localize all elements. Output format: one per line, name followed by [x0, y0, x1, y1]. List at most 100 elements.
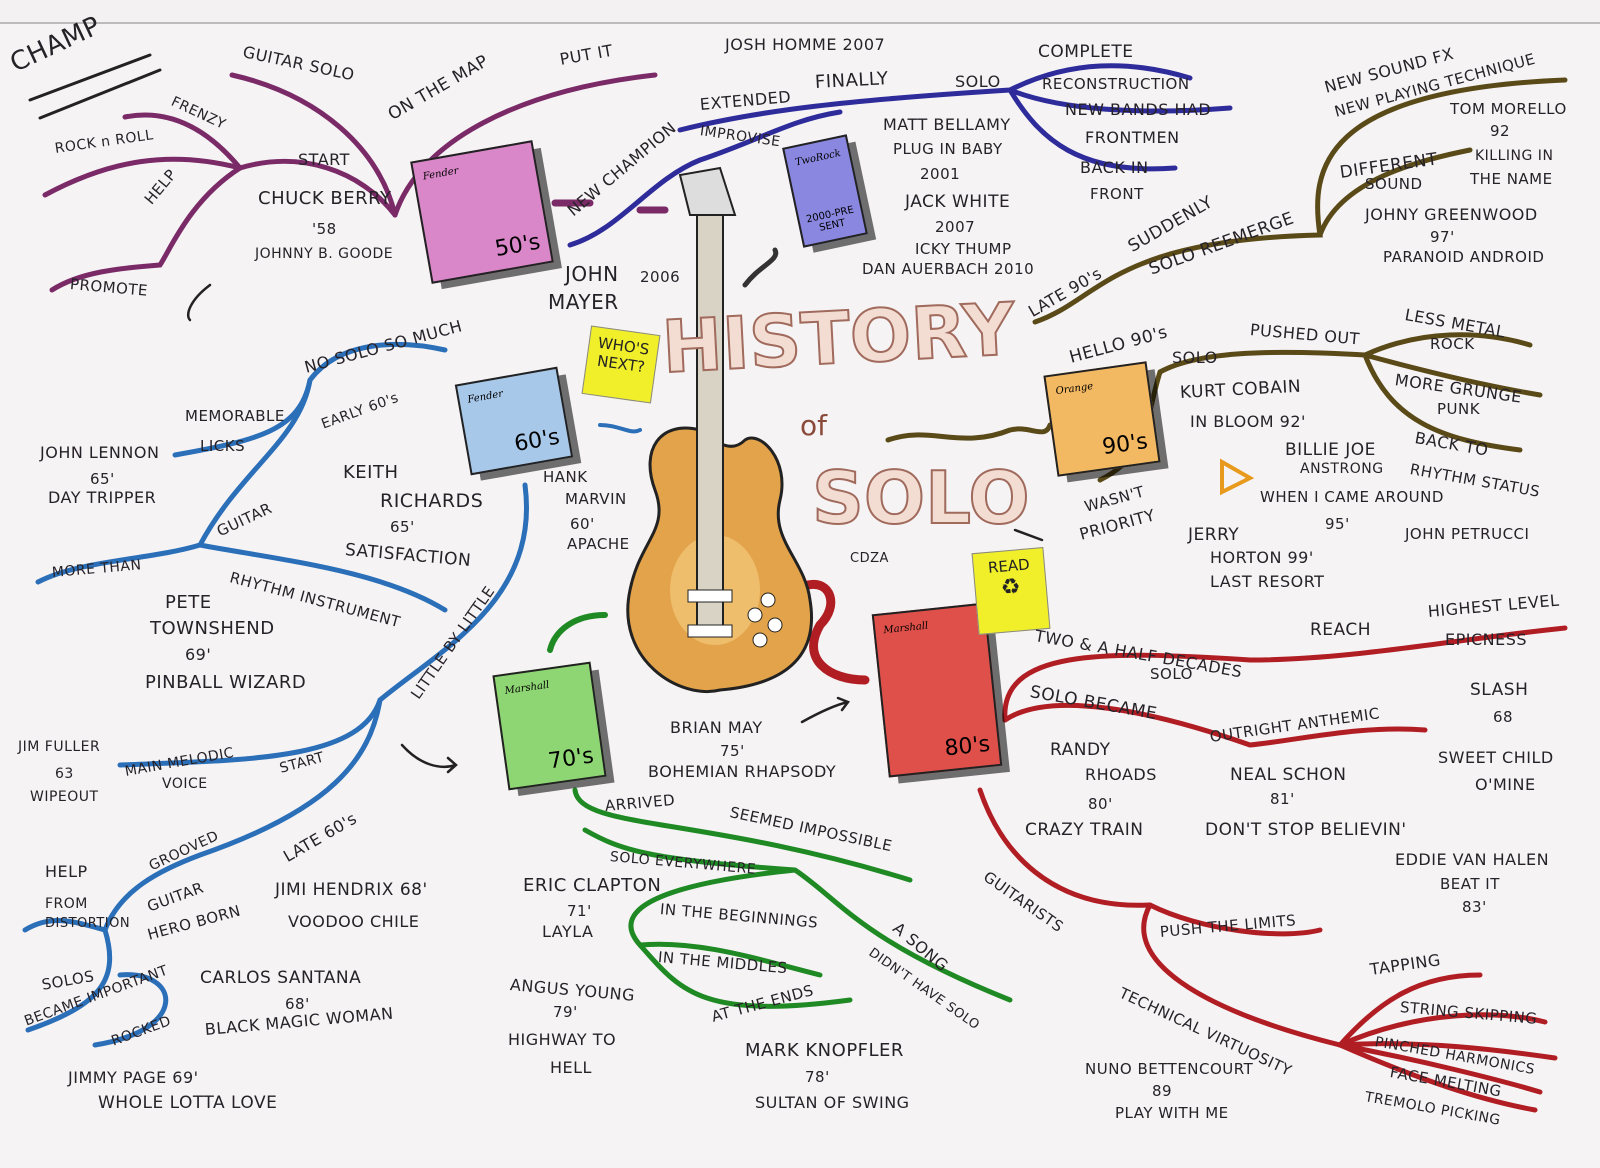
seventies-label: 79'	[553, 1003, 578, 1021]
eighties-label: 80'	[1088, 795, 1113, 813]
two-thousands-label: JOHN	[565, 262, 619, 286]
nineties-label: WHEN I CAME AROUND	[1260, 488, 1444, 506]
sixties-label: 69'	[185, 645, 212, 664]
two-thousands-label: SOLO	[955, 72, 1001, 91]
sixties-label: WHOLE LOTTA LOVE	[98, 1093, 278, 1113]
guitar-icon	[626, 166, 813, 693]
two-thousands-label: FINALLY	[814, 68, 890, 93]
two-thousands-label: BACK IN	[1080, 158, 1149, 177]
nineties-label: LAST RESORT	[1210, 572, 1325, 591]
nineties-label: ROCK	[1430, 335, 1475, 353]
eighties-branches	[803, 579, 1568, 1113]
sixties-label: TOWNSHEND	[150, 618, 275, 639]
read-label: READ	[987, 555, 1031, 577]
seventies-label: SULTAN OF SWING	[755, 1093, 910, 1112]
eighties-label: SWEET CHILD	[1438, 748, 1554, 767]
sixties-branches	[22, 341, 642, 1048]
seventies-label: ERIC CLAPTON	[523, 875, 662, 896]
eighties-label: NUNO BETTENCOURT	[1085, 1060, 1254, 1078]
amp-decade: 80's	[943, 731, 992, 762]
seventies-label: 78'	[805, 1068, 830, 1086]
seventies-label: HELL	[550, 1058, 592, 1077]
sixties-label: LICKS	[200, 437, 246, 455]
amp-brand: Fender	[466, 388, 504, 406]
amp-brand: TwoRock	[794, 148, 842, 169]
whos-next-bubble: WHO'S NEXT?	[581, 325, 661, 404]
nineties-label: BILLIE JOE	[1285, 440, 1376, 460]
nineties-label: SOLO	[1172, 348, 1218, 367]
nineties-label: PUNK	[1437, 400, 1481, 418]
fifties-label: START	[298, 150, 350, 169]
sixties-label: VOODOO CHILE	[288, 912, 420, 931]
amp-1: Fender 60's	[454, 366, 574, 476]
amp-decade: 70's	[546, 743, 596, 775]
amp-4: Orange 90's	[1043, 361, 1161, 477]
two-thousands-label: ICKY THUMP	[915, 240, 1012, 258]
amp-decade: 50's	[493, 229, 543, 263]
eighties-label: EDDIE VAN HALEN	[1395, 850, 1550, 869]
sixties-label: JIMI HENDRIX 68'	[275, 880, 428, 900]
sixties-label: JOHN LENNON	[40, 443, 160, 462]
eighties-label: SOLO	[1150, 665, 1193, 683]
nineties-label: 97'	[1430, 228, 1455, 246]
two-thousands-label: RECONSTRUCTION	[1042, 75, 1190, 93]
sixties-label: KEITH	[343, 462, 399, 483]
eighties-label: NEAL SCHON	[1230, 765, 1347, 785]
eighties-label: 89	[1152, 1082, 1173, 1100]
title-of: of	[800, 409, 827, 442]
amp-decade: 60's	[512, 424, 562, 458]
sixties-label: JIM FULLER	[18, 739, 101, 755]
sixties-label: HELP	[45, 862, 88, 881]
seventies-label: BRIAN MAY	[670, 718, 763, 737]
nineties-label: ANSTRONG	[1300, 461, 1384, 477]
fifties-label: '58	[312, 220, 337, 238]
sixties-label: CARLOS SANTANA	[200, 968, 362, 988]
two-thousands-label: FRONTMEN	[1085, 128, 1180, 147]
two-thousands-label: COMPLETE	[1038, 42, 1134, 62]
two-thousands-branches	[567, 63, 1233, 288]
amp-decade: 2000-PRESENT	[805, 204, 855, 234]
read-bubble: READ ♻	[971, 547, 1051, 635]
amp-decade: 90's	[1100, 428, 1150, 461]
nineties-label: 92	[1490, 122, 1511, 140]
nineties-label: IN BLOOM 92'	[1190, 412, 1306, 431]
two-thousands-label: MATT BELLAMY	[883, 115, 1011, 134]
eighties-label: RHOADS	[1085, 765, 1157, 784]
fifties-label: CHUCK BERRY	[258, 188, 392, 209]
nineties-label: HORTON 99'	[1210, 548, 1314, 567]
eighties-label: BEAT IT	[1440, 875, 1500, 893]
two-thousands-label: MAYER	[548, 290, 619, 314]
title-credit: CDZA	[850, 551, 889, 566]
nineties-label: 95'	[1325, 515, 1350, 533]
eighties-label: O'MINE	[1475, 775, 1536, 794]
fifties-label: JOHNNY B. GOODE	[255, 246, 394, 262]
sixties-label: MEMORABLE	[185, 407, 285, 425]
two-thousands-label: JACK WHITE	[905, 192, 1011, 212]
nineties-label: JERRY	[1188, 525, 1240, 545]
nineties-label: THE NAME	[1470, 170, 1553, 188]
eighties-label: 68	[1493, 708, 1514, 726]
amp-brand: Fender	[422, 165, 460, 183]
nineties-label: JOHNY GREENWOOD	[1365, 205, 1538, 224]
eighties-label: 83'	[1462, 898, 1487, 916]
amp-brand: Orange	[1054, 380, 1094, 398]
seventies-label: BOHEMIAN RHAPSODY	[648, 762, 837, 781]
seventies-label: HIGHWAY TO	[508, 1030, 617, 1049]
arrows	[28, 53, 1255, 774]
eighties-label: EPICNESS	[1445, 630, 1528, 649]
sixties-label: 60'	[570, 515, 595, 533]
sixties-label: WIPEOUT	[30, 789, 99, 805]
eighties-label: 81'	[1270, 790, 1295, 808]
amp-brand: Marshall	[882, 620, 929, 637]
sixties-label: FROM	[45, 896, 88, 912]
two-thousands-label: 2001	[920, 165, 961, 183]
two-thousands-label: FRONT	[1090, 185, 1144, 203]
eighties-label: CRAZY TRAIN	[1025, 820, 1144, 840]
sixties-label: PETE	[165, 592, 212, 613]
two-thousands-label: 2006	[640, 268, 681, 286]
sixties-label: JIMMY PAGE 69'	[68, 1068, 199, 1087]
sixties-label: 65'	[390, 518, 415, 536]
nineties-label: TOM MORELLO	[1450, 100, 1567, 118]
